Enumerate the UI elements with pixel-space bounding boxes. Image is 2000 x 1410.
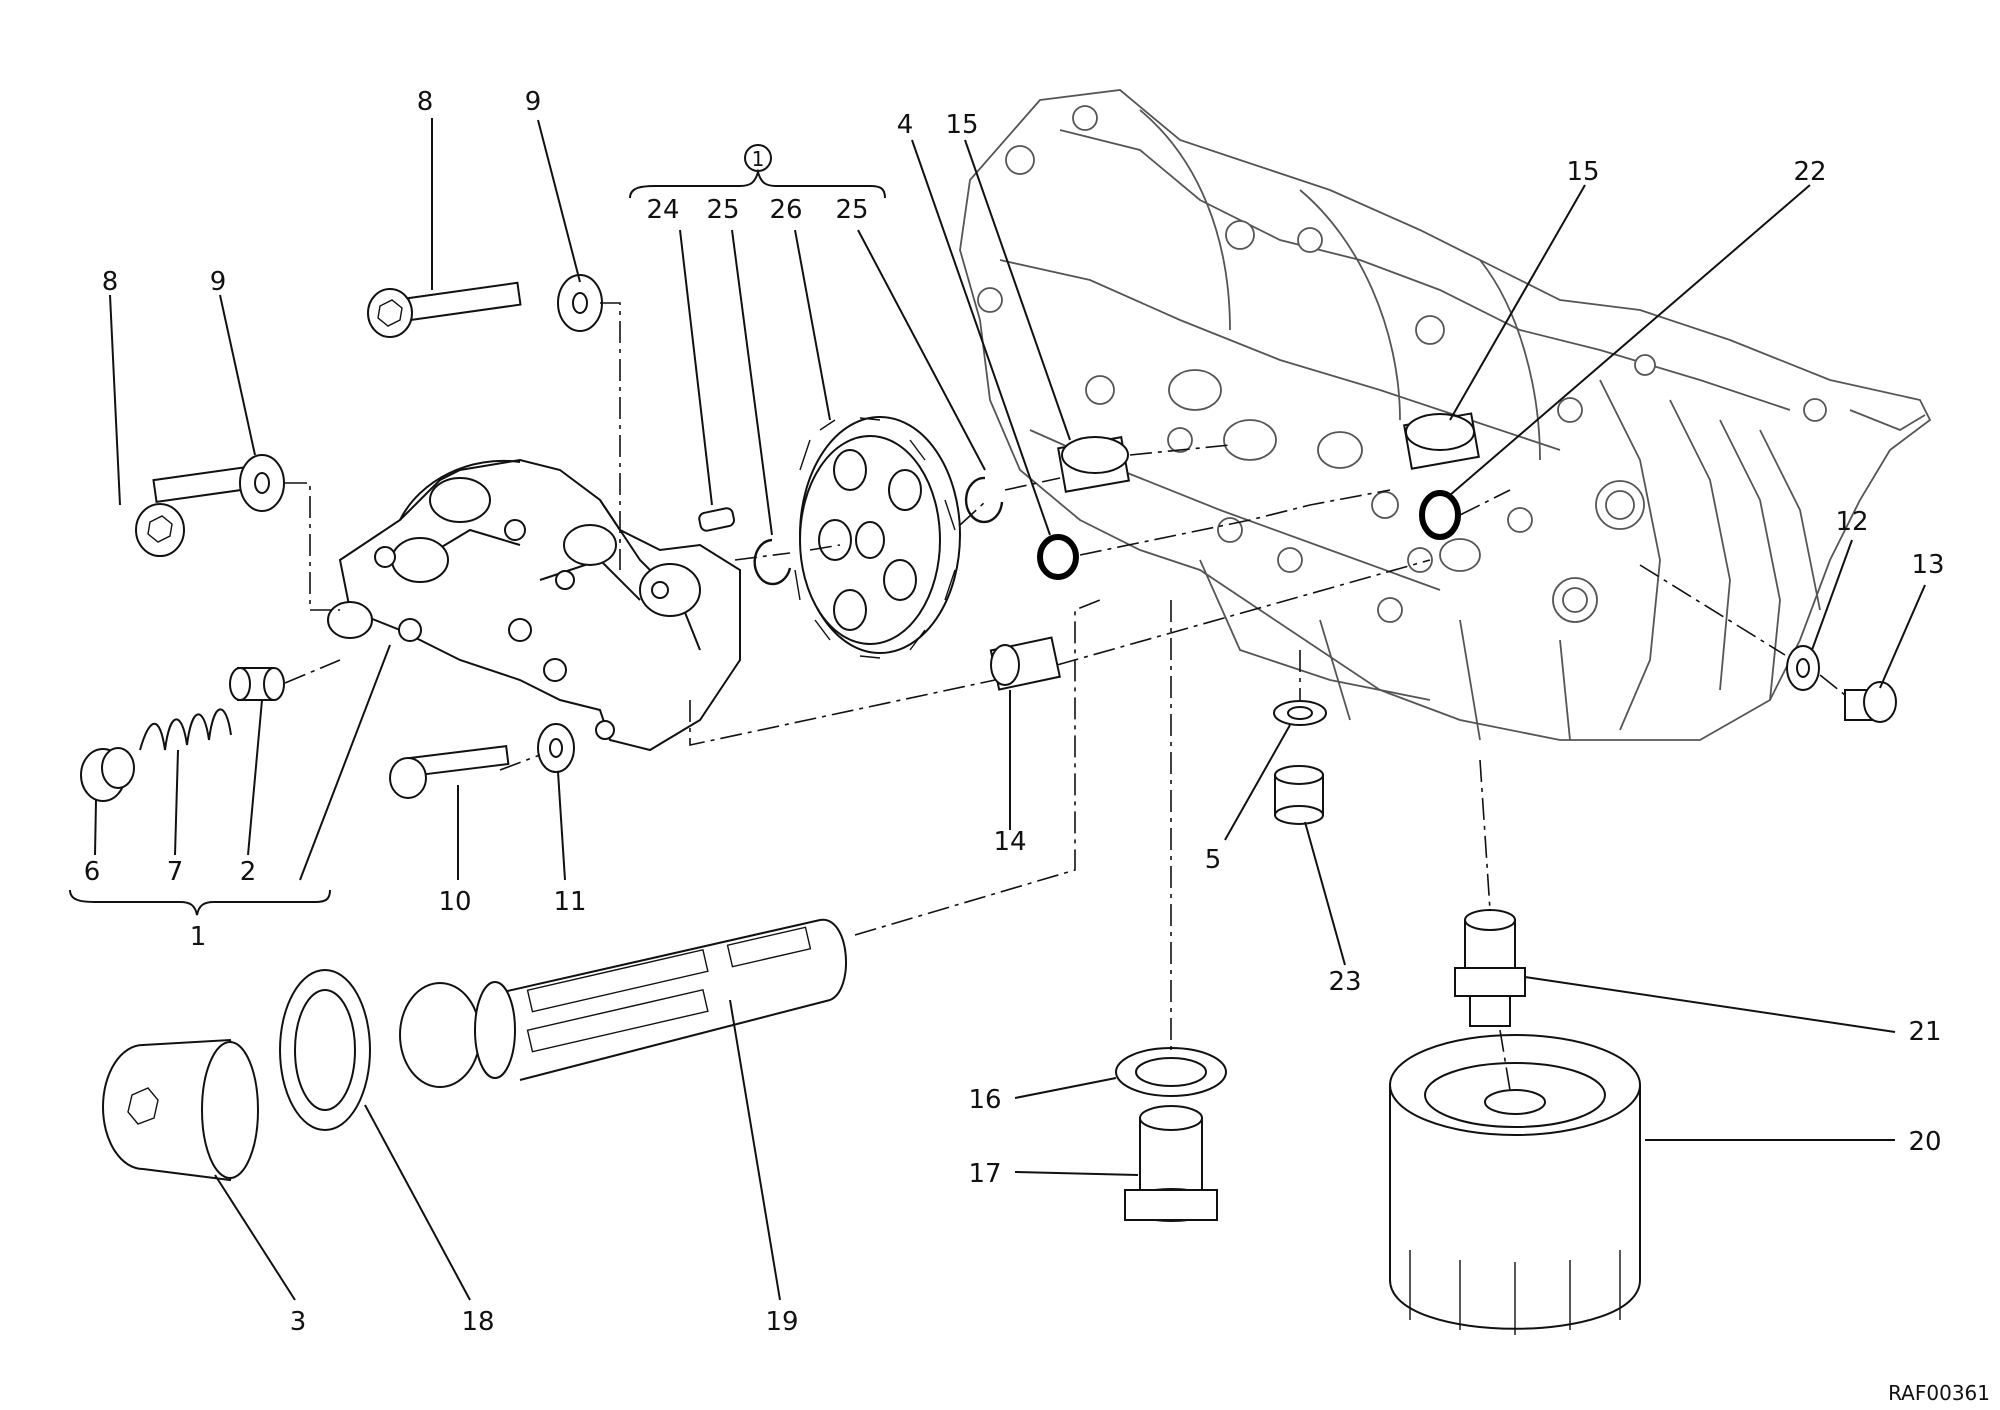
callout-3: 3 <box>290 1307 307 1337</box>
gear-26 <box>794 416 961 659</box>
o-ring-22 <box>1419 490 1461 540</box>
callout-9-upper: 9 <box>525 87 542 117</box>
callout-labels: 8 9 8 9 24 25 26 25 4 15 15 22 12 13 6 7… <box>84 87 1990 1405</box>
washer-9-lower <box>239 454 285 512</box>
bolt-10 <box>389 745 510 799</box>
callout-25-right: 25 <box>835 195 868 225</box>
oil-filter-20 <box>1389 1034 1641 1335</box>
assembly-1-label: 1 <box>190 922 207 952</box>
callout-14: 14 <box>993 827 1026 857</box>
piston-2 <box>229 667 285 701</box>
washer-9-upper <box>557 274 603 332</box>
drawing-code: RAF00361 <box>1888 1381 1990 1405</box>
nipple-21 <box>1454 909 1526 1027</box>
callout-17: 17 <box>968 1159 1001 1189</box>
callout-8-upper: 8 <box>417 87 434 117</box>
washer-5 <box>1273 700 1327 726</box>
key-24 <box>698 507 736 532</box>
callout-22: 22 <box>1793 157 1826 187</box>
callout-19: 19 <box>765 1307 798 1337</box>
oil-strainer-19 <box>399 918 847 1088</box>
oil-pump-body <box>327 458 741 752</box>
callout-15-left: 15 <box>945 110 978 140</box>
callout-25-left: 25 <box>706 195 739 225</box>
callout-26: 26 <box>769 195 802 225</box>
plug-13 <box>1844 681 1897 723</box>
plug-6 <box>80 747 135 802</box>
bracket-assembly-1-top <box>629 144 886 199</box>
callout-23: 23 <box>1328 967 1361 997</box>
callout-20: 20 <box>1908 1127 1941 1157</box>
bracket-assembly-1-bottom <box>69 889 331 916</box>
callout-7: 7 <box>167 857 184 887</box>
callout-24: 24 <box>646 195 679 225</box>
leader-lines <box>94 118 1926 1301</box>
washer-12 <box>1786 645 1820 691</box>
callout-9-lower: 9 <box>210 267 227 297</box>
callout-16: 16 <box>968 1085 1001 1115</box>
sealing-washer-18 <box>279 969 371 1131</box>
callout-11: 11 <box>553 887 586 917</box>
dowel-15-right <box>1403 412 1480 470</box>
callout-4: 4 <box>897 110 914 140</box>
assembly-1-circled-label: 1 <box>752 147 765 171</box>
adapter-17 <box>1124 1105 1218 1222</box>
callout-5: 5 <box>1205 845 1222 875</box>
plug-23 <box>1274 765 1324 825</box>
circlip-25-left <box>753 538 792 586</box>
bolt-8-lower <box>135 463 267 557</box>
crankcase-outline <box>959 89 1932 741</box>
callout-2: 2 <box>240 857 257 887</box>
drain-plug-3 <box>102 1038 259 1182</box>
assembly-lines <box>284 302 1846 1091</box>
washer-16 <box>1115 1047 1227 1097</box>
dowel-15-left <box>1057 436 1131 493</box>
callout-8-lower: 8 <box>102 267 119 297</box>
spring-7 <box>139 708 232 751</box>
callout-18: 18 <box>461 1307 494 1337</box>
o-ring-4 <box>1037 534 1079 580</box>
washer-11 <box>537 723 575 773</box>
callout-15-right: 15 <box>1566 157 1599 187</box>
spacer-14 <box>989 636 1061 691</box>
callout-10: 10 <box>438 887 471 917</box>
callout-21: 21 <box>1908 1017 1941 1047</box>
callout-13: 13 <box>1911 550 1944 580</box>
callout-12: 12 <box>1835 507 1868 537</box>
bolt-8-upper <box>367 281 522 338</box>
callout-6: 6 <box>84 857 101 887</box>
